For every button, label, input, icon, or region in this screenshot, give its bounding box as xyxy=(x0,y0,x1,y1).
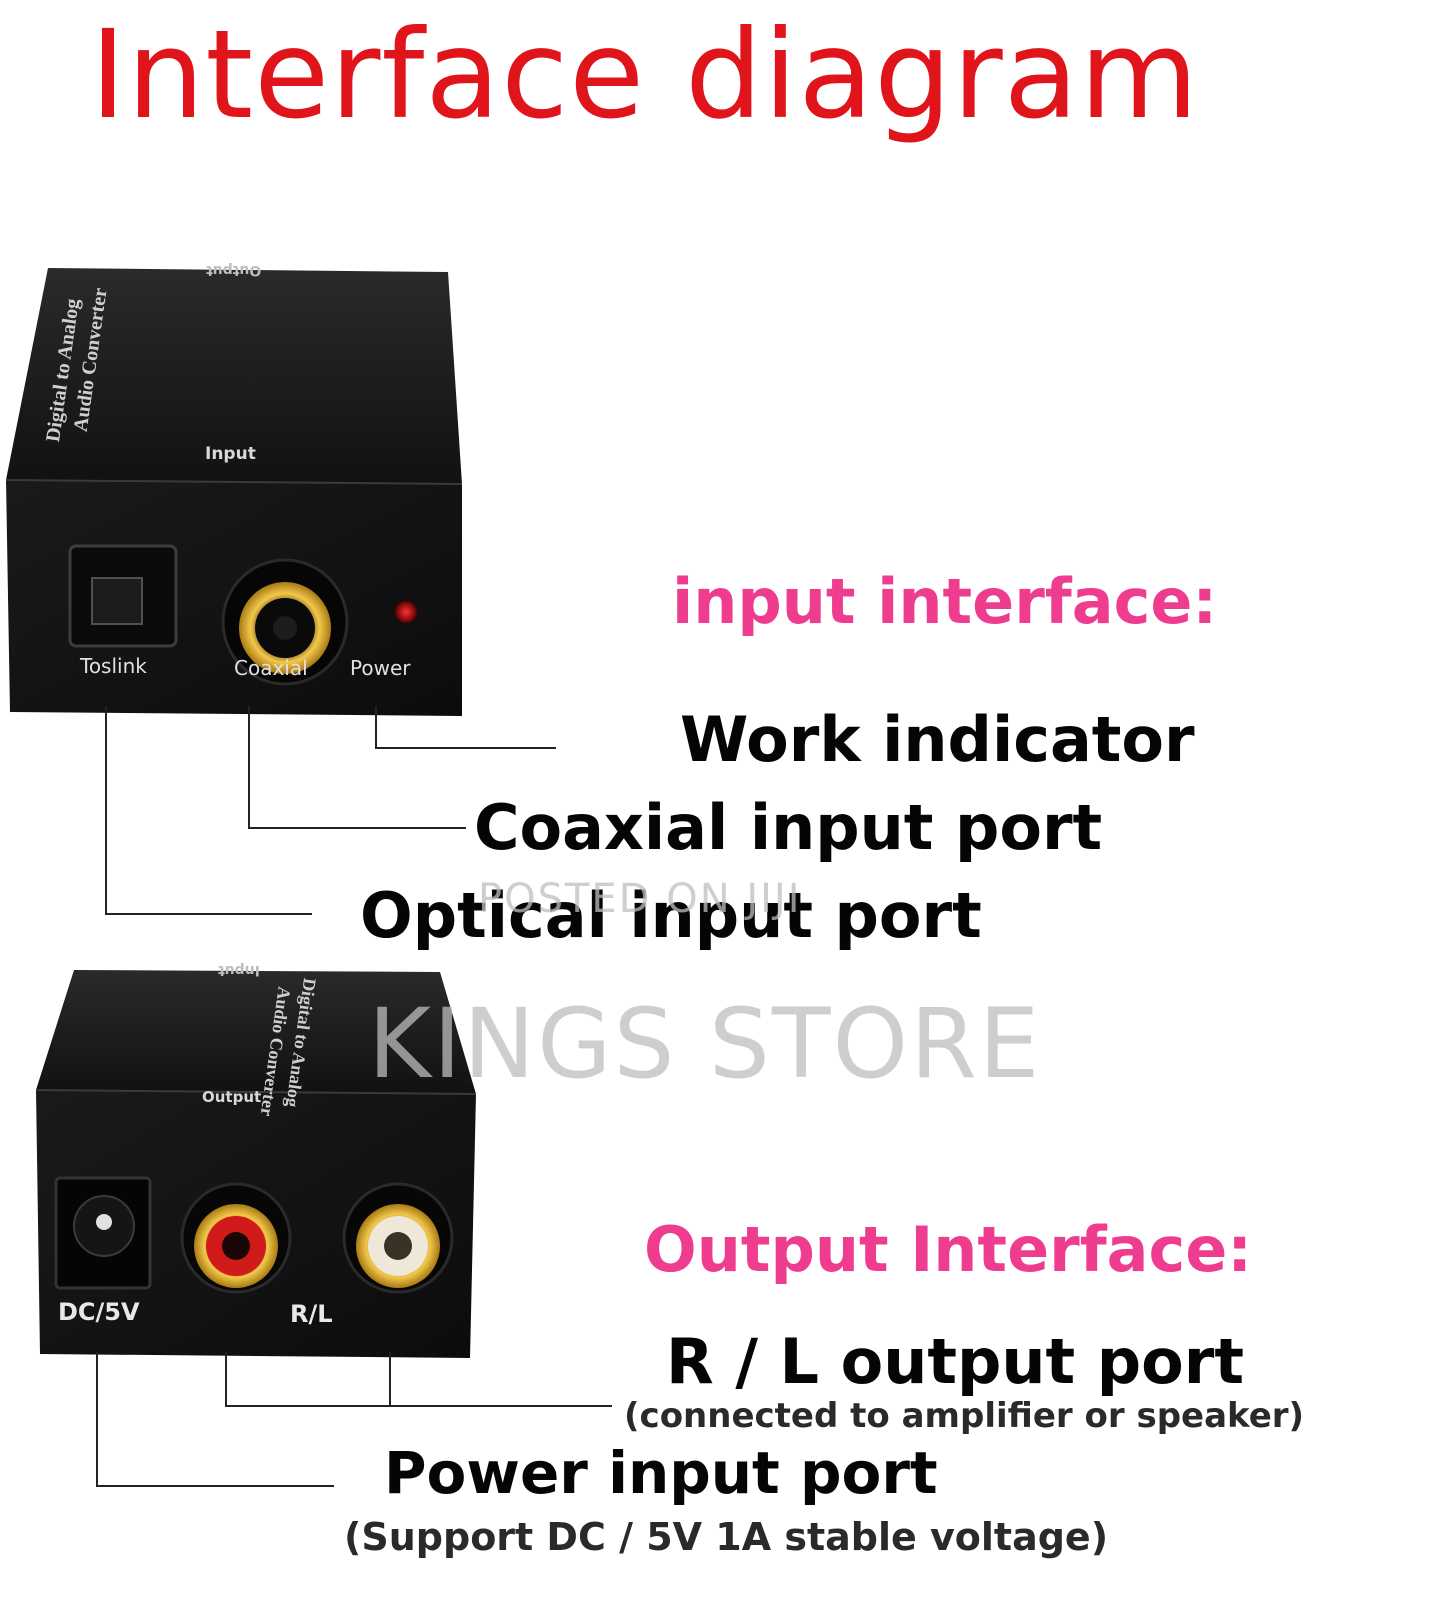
top-device-face-title: Input xyxy=(205,444,256,464)
bottom-device-lid-text: Input xyxy=(218,962,260,978)
dc5v-label: DC/5V xyxy=(58,1298,140,1326)
coaxial-label: Coaxial xyxy=(234,656,308,680)
bottom-device xyxy=(35,970,477,1358)
top-device xyxy=(5,268,463,716)
top-device-lid xyxy=(6,268,462,484)
power-input-note: (Support DC / 5V 1A stable voltage) xyxy=(344,1515,1109,1559)
power-led xyxy=(395,601,417,623)
diagram-title: Interface diagram xyxy=(90,4,1200,146)
work-indicator-label: Work indicator xyxy=(680,703,1195,776)
toslink-label: Toslink xyxy=(80,654,147,678)
power-label: Power xyxy=(350,656,411,680)
optical-input-port-label: Optical input port xyxy=(360,879,982,952)
watermark-store-name: KINGS STORE xyxy=(368,988,1042,1100)
rl-output-note: (connected to amplifier or speaker) xyxy=(624,1396,1305,1436)
rl-output-port-label: R / L output port xyxy=(666,1325,1244,1398)
input-connector-lines xyxy=(105,706,556,915)
output-connector-lines xyxy=(96,1352,612,1487)
bottom-device-face-title: Output xyxy=(202,1088,262,1106)
bottom-device-lid xyxy=(36,970,476,1094)
input-interface-heading: input interface: xyxy=(672,565,1218,638)
output-interface-heading: Output Interface: xyxy=(644,1213,1253,1286)
rl-label: R/L xyxy=(290,1300,333,1328)
watermark-posted-on: POSTED ON JIJI xyxy=(478,876,802,922)
top-device-lid-text: Output xyxy=(206,262,262,278)
power-input-port-label: Power input port xyxy=(384,1439,938,1507)
coaxial-input-port-label: Coaxial input port xyxy=(474,791,1103,864)
